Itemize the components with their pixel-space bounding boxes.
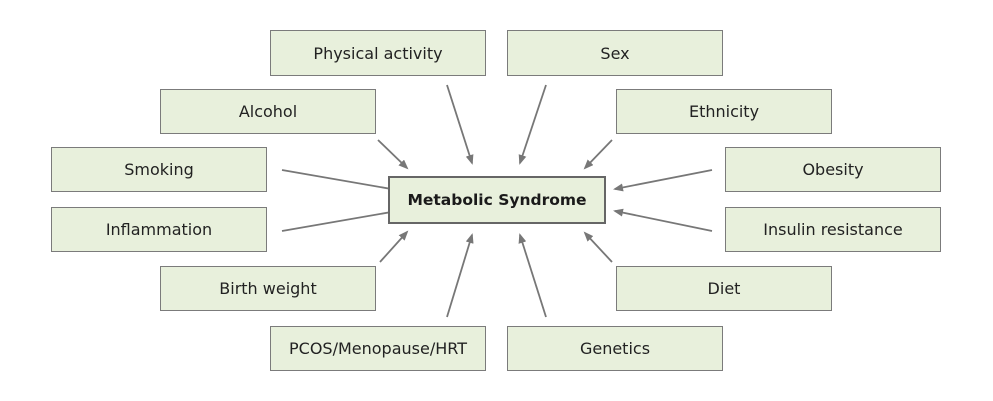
factor-node-obesity: Obesity [725,147,941,192]
arrow-genetics [518,233,547,318]
factor-node-insulin-resistance: Insulin resistance [725,207,941,252]
center-node-label: Metabolic Syndrome [407,191,587,209]
factor-label: Birth weight [219,279,317,298]
factor-label: PCOS/Menopause/HRT [289,339,467,358]
factor-label: Ethnicity [688,102,760,121]
factor-label: Insulin resistance [763,220,903,239]
factor-label: Inflammation [105,220,213,239]
arrow-smoking [281,169,399,193]
factor-node-sex: Sex [507,30,723,76]
arrow-sex [518,84,547,165]
factor-label: Physical activity [313,43,443,63]
factor-label: Sex [600,43,630,63]
arrow-alcohol [377,139,409,170]
arrow-pcos-menopause-hrt [446,233,474,318]
factor-label: Obesity [802,160,864,179]
factor-node-pcos-menopause-hrt: PCOS/Menopause/HRT [270,326,486,371]
factor-node-ethnicity: Ethnicity [616,89,832,134]
factor-node-alcohol: Alcohol [160,89,376,134]
center-node-metabolic-syndrome: Metabolic Syndrome [388,176,606,224]
arrow-birth-weight [379,230,409,263]
arrow-obesity [613,169,713,192]
arrow-inflammation [281,208,399,232]
arrow-ethnicity [583,139,613,170]
factor-node-inflammation: Inflammation [51,207,267,252]
factor-label: Diet [707,279,741,298]
arrow-physical-activity [446,84,474,165]
factor-node-diet: Diet [616,266,832,311]
factor-node-physical-activity: Physical activity [270,30,486,76]
factor-node-smoking: Smoking [51,147,267,192]
arrow-diet [583,231,613,263]
factor-node-birth-weight: Birth weight [160,266,376,311]
factor-label: Genetics [579,339,651,358]
factor-label: Smoking [124,160,194,179]
factor-label: Alcohol [238,102,298,121]
factor-node-genetics: Genetics [507,326,723,371]
arrow-insulin-resistance [613,208,713,232]
